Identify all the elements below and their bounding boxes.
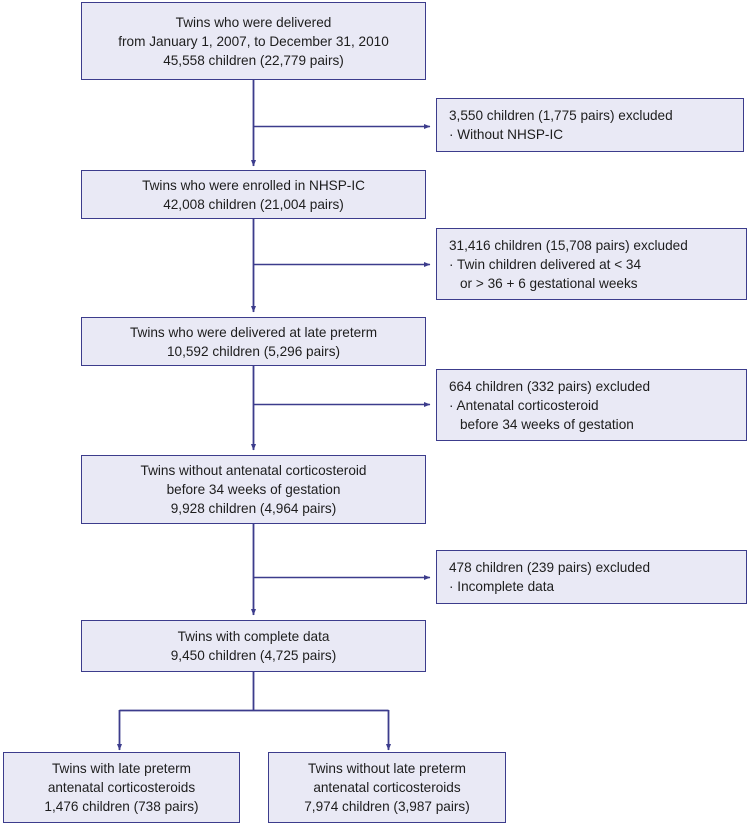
node-line: 9,928 children (4,964 pairs) (170, 501, 337, 516)
node-line: 45,558 children (22,779 pairs) (163, 52, 344, 68)
exclusion-without-nhsp-ic: 3,550 children (1,775 pairs) excluded · … (436, 98, 744, 152)
exclusion-line: 664 children (332 pairs) excluded (449, 378, 651, 394)
exclusion-line: before 34 weeks of gestation (460, 416, 634, 432)
node-line: Twins who were delivered at late preterm (129, 324, 378, 340)
node-enrolled-nhsp-ic: Twins who were enrolled in NHSP-IC 42,00… (81, 170, 426, 219)
exclusion-line: 478 children (239 pairs) excluded (449, 560, 651, 575)
exclusion-line: · Incomplete data (449, 579, 555, 594)
node-line: 10,592 children (5,296 pairs) (166, 343, 341, 359)
node-line: Twins who were delivered (175, 14, 332, 30)
exclusion-incomplete-data: 478 children (239 pairs) excluded · Inco… (436, 550, 747, 604)
exclusion-antenatal-corticosteroid: 664 children (332 pairs) excluded · Ante… (436, 369, 747, 441)
exclusion-gestational-age: 31,416 children (15,708 pairs) excluded … (436, 228, 747, 300)
node-without-early-corticosteroid: Twins without antenatal corticosteroid b… (81, 455, 426, 524)
node-line: from January 1, 2007, to December 31, 20… (118, 33, 389, 49)
exclusion-line: · Without NHSP-IC (449, 127, 564, 142)
node-line: 9,450 children (4,725 pairs) (170, 648, 337, 663)
outcome-line: 7,974 children (3,987 pairs) (304, 799, 470, 814)
node-complete-data: Twins with complete data 9,450 children … (81, 620, 426, 672)
outcome-line: antenatal corticosteroids (47, 780, 196, 795)
node-late-preterm: Twins who were delivered at late preterm… (81, 317, 426, 366)
outcome-line: antenatal corticosteroids (313, 780, 461, 795)
exclusion-line: 31,416 children (15,708 pairs) excluded (449, 237, 688, 253)
node-line: Twins who were enrolled in NHSP-IC (142, 177, 365, 193)
outcome-without-corticosteroids: Twins without late preterm antenatal cor… (268, 752, 506, 823)
exclusion-line: · Twin children delivered at < 34 (449, 256, 642, 272)
node-line: before 34 weeks of gestation (166, 482, 341, 497)
exclusion-line: 3,550 children (1,775 pairs) excluded (449, 108, 673, 123)
outcome-line: Twins with late preterm (51, 761, 191, 776)
outcome-line: Twins without late preterm (308, 761, 466, 776)
node-line: Twins with complete data (177, 629, 330, 644)
outcome-with-corticosteroids: Twins with late preterm antenatal cortic… (3, 752, 240, 823)
exclusion-line: or > 36 + 6 gestational weeks (460, 275, 638, 291)
node-line: 42,008 children (21,004 pairs) (163, 196, 344, 212)
outcome-line: 1,476 children (738 pairs) (44, 799, 199, 814)
node-line: Twins without antenatal corticosteroid (140, 463, 367, 478)
exclusion-line: · Antenatal corticosteroid (449, 397, 599, 413)
node-source-population: Twins who were delivered from January 1,… (81, 2, 426, 80)
